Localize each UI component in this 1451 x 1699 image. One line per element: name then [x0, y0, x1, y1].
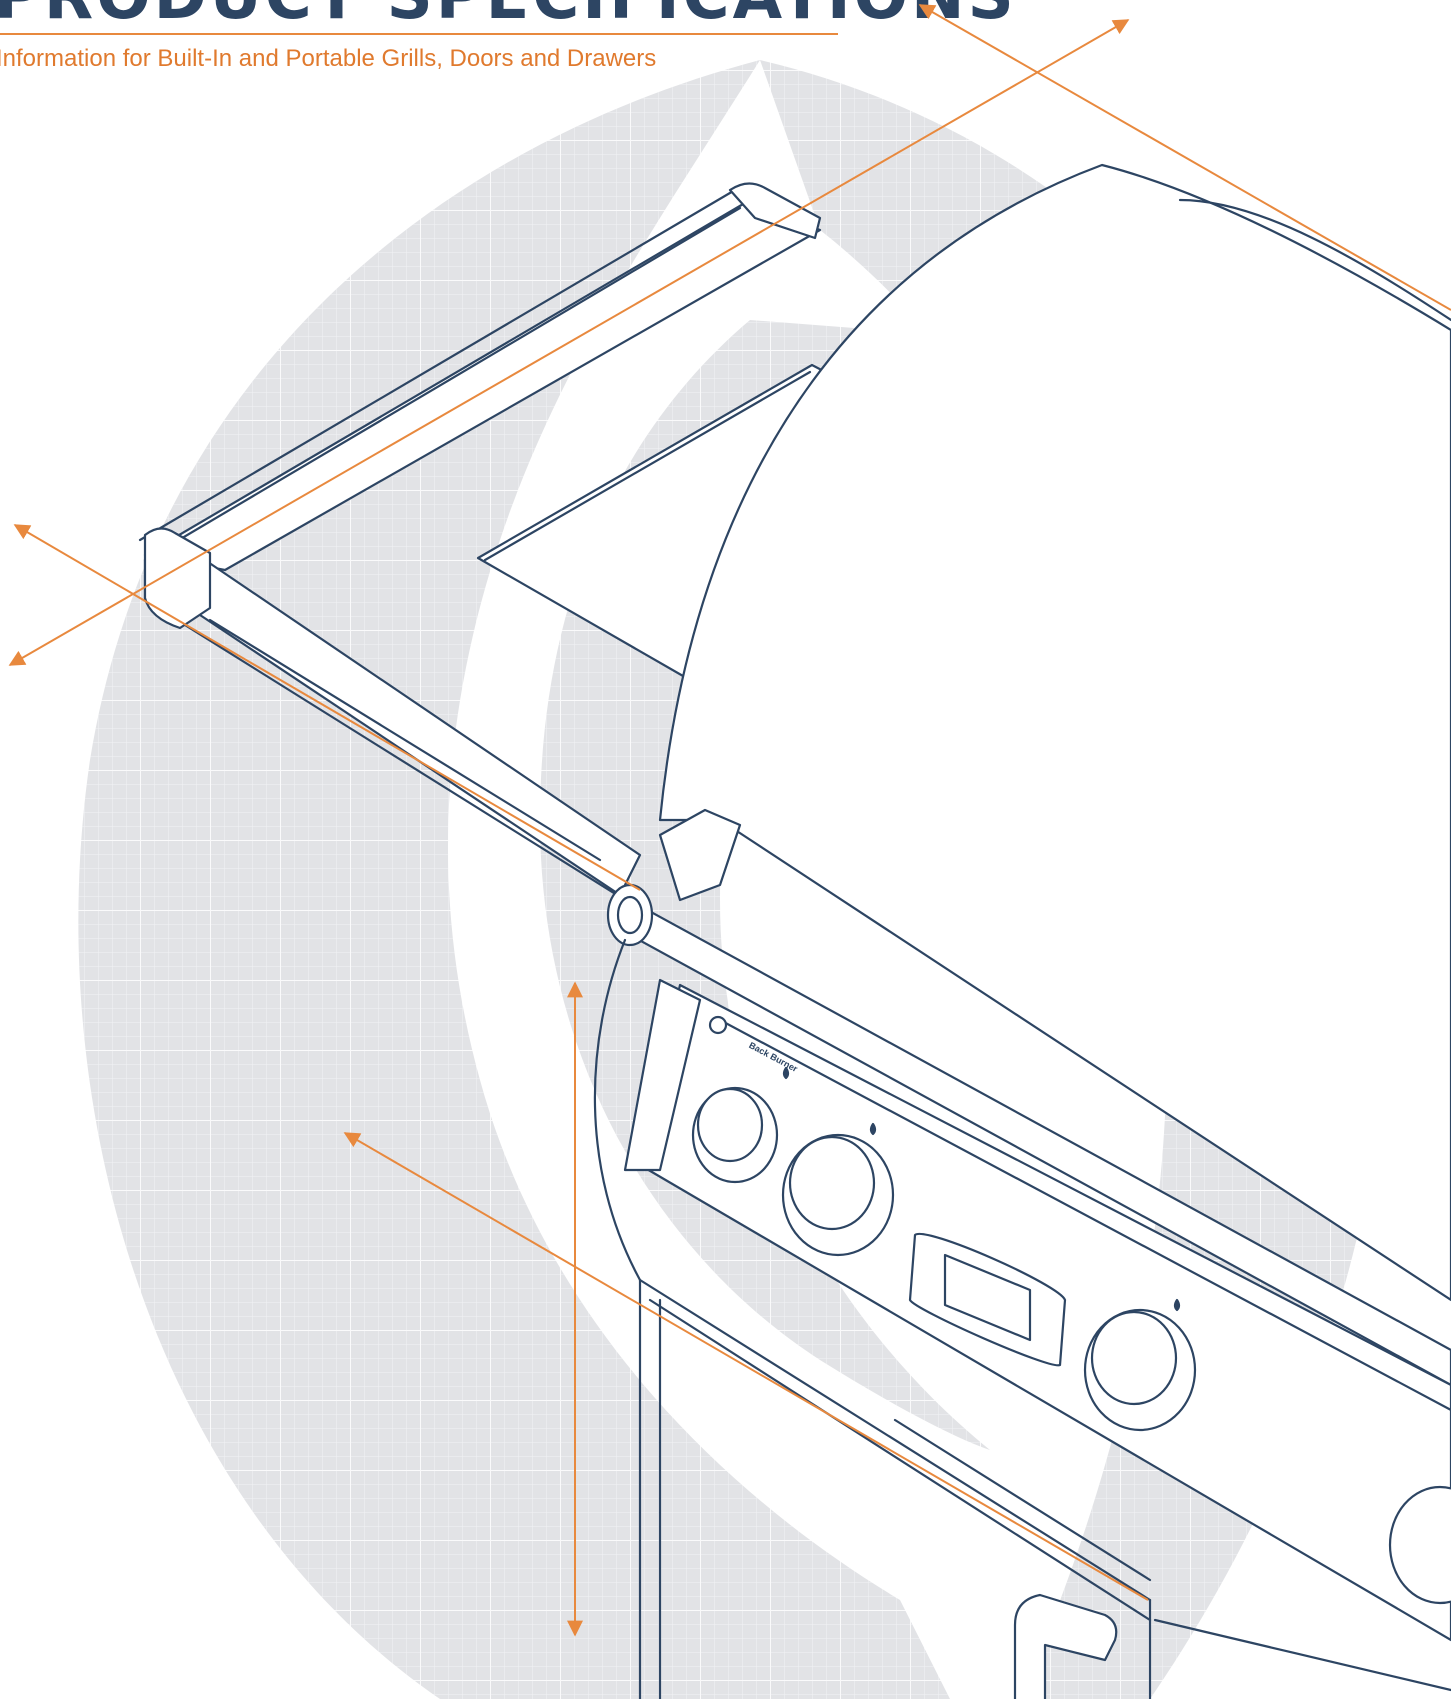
dimension-arrow-icon: [13, 524, 641, 891]
control-knob-icon: [691, 1086, 779, 1184]
control-knob-icon: [781, 1133, 895, 1257]
dimension-arrow-icon: [8, 19, 1130, 666]
dimension-arrow-icon: [343, 1132, 1149, 1601]
grill-body-side: [593, 938, 642, 1699]
cabinet-top: [638, 1278, 1152, 1602]
control-knob-icon: [1388, 1485, 1451, 1605]
flame-icon: [782, 1066, 790, 1080]
handle-bracket: [658, 808, 742, 902]
flame-icon: [869, 1122, 877, 1136]
door-handle: [1013, 1593, 1118, 1699]
flame-icon: [1173, 1298, 1181, 1312]
digital-display-icon: [908, 1232, 1067, 1367]
control-knob-icon: [1083, 1308, 1197, 1432]
igniter-icon: [708, 1015, 728, 1035]
dimension-arrows: [8, 4, 1451, 1637]
